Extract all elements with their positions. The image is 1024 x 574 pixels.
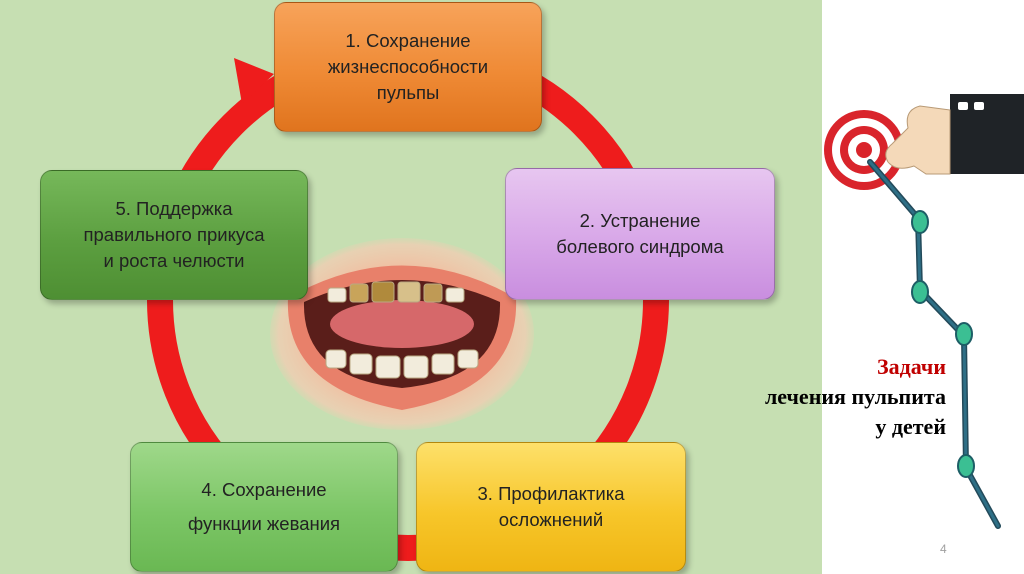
step-4-line2: функции жевания bbox=[187, 513, 341, 534]
step-1-line2: жизнеспособности bbox=[327, 56, 489, 77]
step-3-box: 3. Профилактика осложнений bbox=[416, 442, 686, 572]
step-5-box: 5. Поддержка правильного прикуса и роста… bbox=[40, 170, 308, 300]
slide-title-line3: у детей bbox=[875, 414, 946, 439]
slide-title: Задачи лечения пульпита у детей bbox=[765, 352, 946, 442]
step-4-line1: 4. Сохранение bbox=[201, 479, 327, 500]
step-5-line3: и роста челюсти bbox=[103, 250, 245, 271]
slide-title-line1: Задачи bbox=[877, 354, 946, 379]
page-number: 4 bbox=[940, 542, 947, 556]
target-icon bbox=[824, 110, 904, 190]
step-2-line2: болевого синдрома bbox=[556, 236, 724, 257]
cycle-arrowhead bbox=[234, 58, 274, 104]
step-1-box: 1. Сохранение жизнеспособности пульпы bbox=[274, 2, 542, 132]
step-5-line1: 5. Поддержка bbox=[115, 198, 233, 219]
hand-icon bbox=[885, 94, 1024, 175]
step-2-line1: 2. Устранение bbox=[579, 210, 701, 231]
step-1-line3: пульпы bbox=[376, 82, 440, 103]
target-hand-illustration bbox=[824, 94, 1024, 529]
step-1-line1: 1. Сохранение bbox=[345, 30, 471, 51]
step-5-line2: правильного прикуса bbox=[83, 224, 265, 245]
slide-title-line2: лечения пульпита bbox=[764, 384, 946, 409]
step-4-box: 4. Сохранение функции жевания bbox=[130, 442, 398, 572]
child-mouth-image bbox=[270, 238, 534, 430]
progress-path-icon bbox=[867, 159, 1001, 529]
step-3-line1: 3. Профилактика bbox=[477, 483, 625, 504]
step-2-box: 2. Устранение болевого синдрома bbox=[505, 168, 775, 300]
step-3-line2: осложнений bbox=[498, 509, 604, 530]
